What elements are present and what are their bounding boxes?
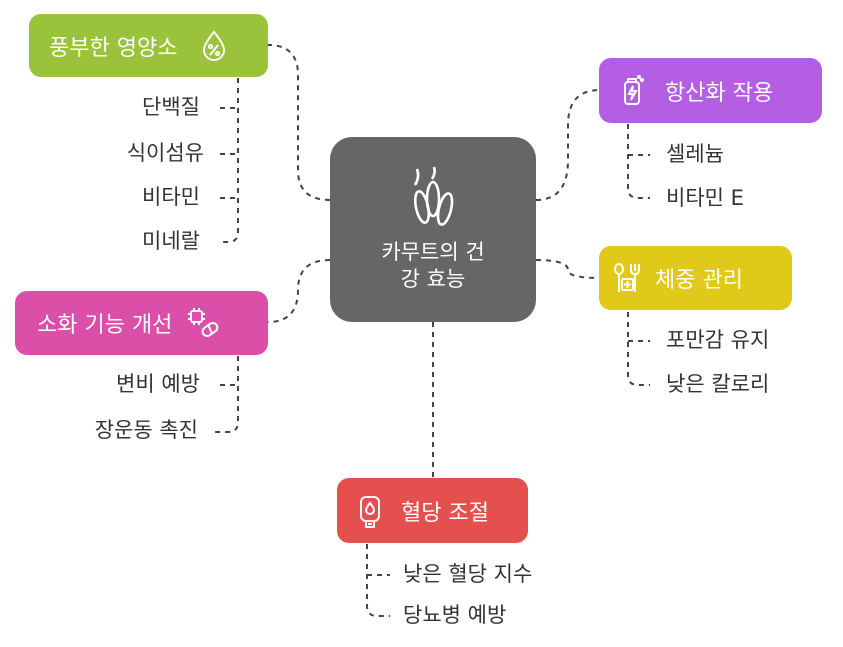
nutrition-item-2: 식이섬유 bbox=[126, 141, 204, 165]
center-node: 카무트의 건 강 효능 bbox=[330, 137, 536, 322]
nutrition-item-4: 미네랄 bbox=[142, 229, 200, 253]
digestion-item-1: 변비 예방 bbox=[116, 372, 200, 396]
wheat-grain-icon bbox=[398, 165, 468, 235]
digestion-item-2: 장운동 촉진 bbox=[94, 418, 198, 442]
branch-nutrition-label: 풍부한 영양소 bbox=[49, 35, 178, 61]
pill-chip-icon bbox=[186, 306, 220, 340]
glucose-meter-icon bbox=[353, 494, 387, 528]
branch-digestion-label: 소화 기능 개선 bbox=[37, 313, 173, 338]
branch-antioxidant[interactable]: 항산화 작용 bbox=[599, 58, 822, 123]
antioxidant-item-2: 비타민 E bbox=[666, 186, 744, 210]
branch-blood-sugar-label: 혈당 조절 bbox=[401, 500, 489, 526]
antioxidant-item-1: 셀레늄 bbox=[666, 142, 724, 166]
branch-digestion[interactable]: 소화 기능 개선 bbox=[15, 291, 268, 355]
weight-item-2: 낮은 칼로리 bbox=[666, 372, 770, 396]
fork-health-icon bbox=[611, 261, 645, 295]
branch-blood-sugar[interactable]: 혈당 조절 bbox=[337, 478, 528, 543]
weight-item-1: 포만감 유지 bbox=[666, 328, 770, 352]
center-title-line-1: 카무트의 건 bbox=[381, 240, 485, 264]
center-title-line-2: 강 효능 bbox=[400, 267, 466, 292]
nutrition-item-3: 비타민 bbox=[142, 185, 200, 209]
percent-drop-icon bbox=[197, 29, 231, 63]
branch-weight-label: 체중 관리 bbox=[655, 268, 743, 293]
branch-antioxidant-label: 항산화 작용 bbox=[665, 80, 774, 106]
blood-sugar-item-2: 당뇨병 예방 bbox=[403, 603, 507, 627]
energy-can-icon bbox=[615, 74, 649, 108]
branch-weight[interactable]: 체중 관리 bbox=[599, 246, 792, 310]
nutrition-item-1: 단백질 bbox=[142, 95, 200, 119]
branch-nutrition[interactable]: 풍부한 영양소 bbox=[29, 14, 268, 77]
blood-sugar-item-1: 낮은 혈당 지수 bbox=[403, 562, 533, 586]
